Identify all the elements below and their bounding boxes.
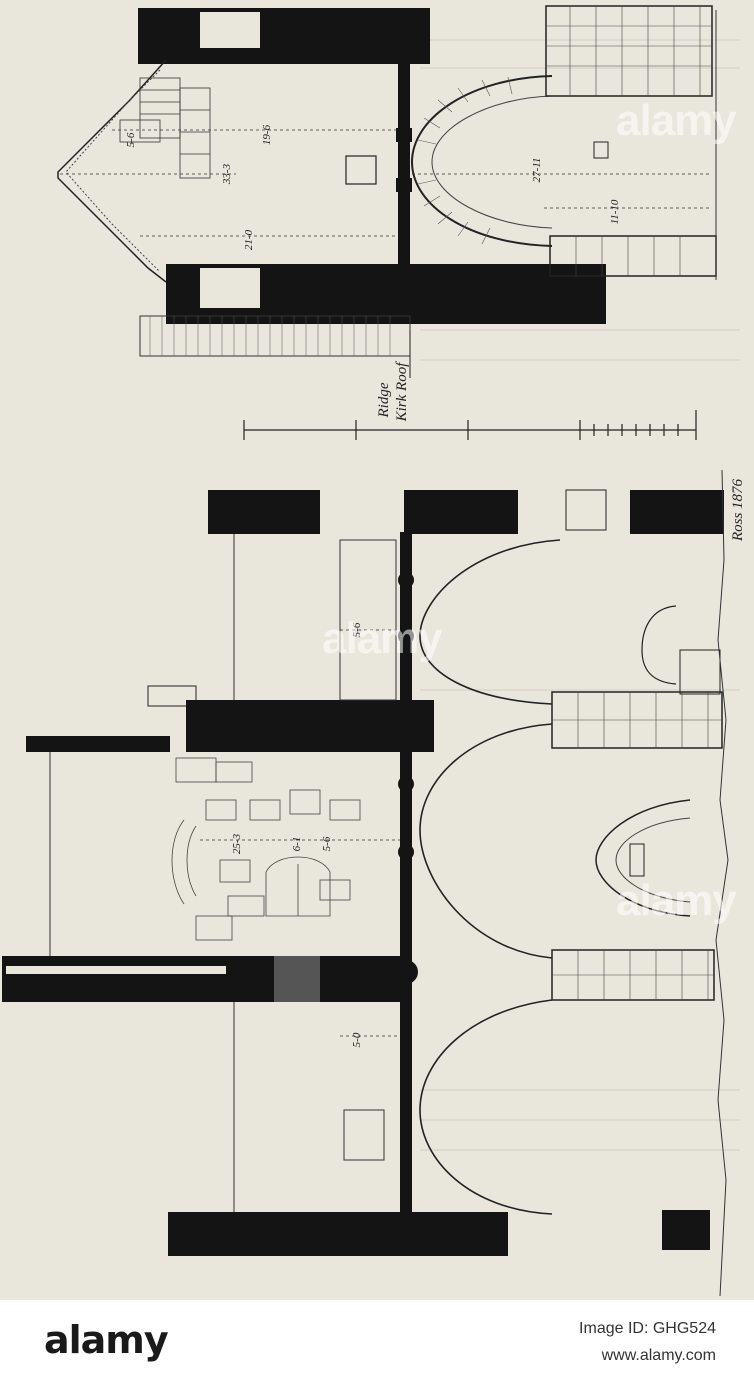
plan-drawing: 19-6 5-6 33-3 21-0 27-11 11-10 Ridge Kir… — [2, 5, 746, 1297]
stock-footer — [0, 1300, 754, 1390]
nave-arches — [419, 539, 561, 1215]
dimension-label: 19-6 — [261, 124, 273, 145]
dimension-label: 5-6 — [351, 622, 363, 637]
kirk-roof-label: Kirk Roof — [394, 361, 410, 423]
artist-signature: Ross 1876 — [730, 478, 746, 542]
wall-opening — [200, 12, 260, 48]
dimension-label: 27-11 — [531, 158, 543, 183]
north-wall — [138, 8, 430, 64]
dimension-label: 5-6 — [125, 132, 137, 147]
wall-opening — [200, 268, 260, 308]
dimension-label: 5-6 — [321, 836, 333, 851]
dimension-label: 6-1 — [291, 837, 303, 852]
ridge-label: Ridge — [376, 382, 392, 418]
central-wall — [398, 60, 410, 270]
bottom-wall — [168, 1212, 508, 1256]
dimension-label: 11-10 — [609, 199, 621, 224]
upper-wall — [208, 490, 320, 534]
architectural-plan-plate: 19-6 5-6 33-3 21-0 27-11 11-10 Ridge Kir… — [0, 0, 754, 1300]
long-plan — [2, 469, 729, 1297]
dimension-label: 5-0 — [351, 1032, 363, 1047]
lower-wall — [2, 956, 274, 1002]
gable-outline — [57, 59, 167, 283]
site-url[interactable]: www.alamy.com — [601, 1347, 716, 1364]
dimension-label: 25-3 — [231, 833, 243, 854]
image-id-label: Image ID: GHG524 — [579, 1320, 716, 1337]
dimension-label: 33-3 — [221, 163, 233, 185]
pier-block — [551, 691, 723, 1001]
alamy-logo: alamy — [44, 1318, 169, 1362]
middle-wall — [186, 700, 434, 752]
pier-block — [545, 5, 713, 97]
scale-bar — [243, 410, 697, 440]
tower-plan — [57, 5, 717, 357]
dimension-label: 21-0 — [243, 229, 255, 250]
